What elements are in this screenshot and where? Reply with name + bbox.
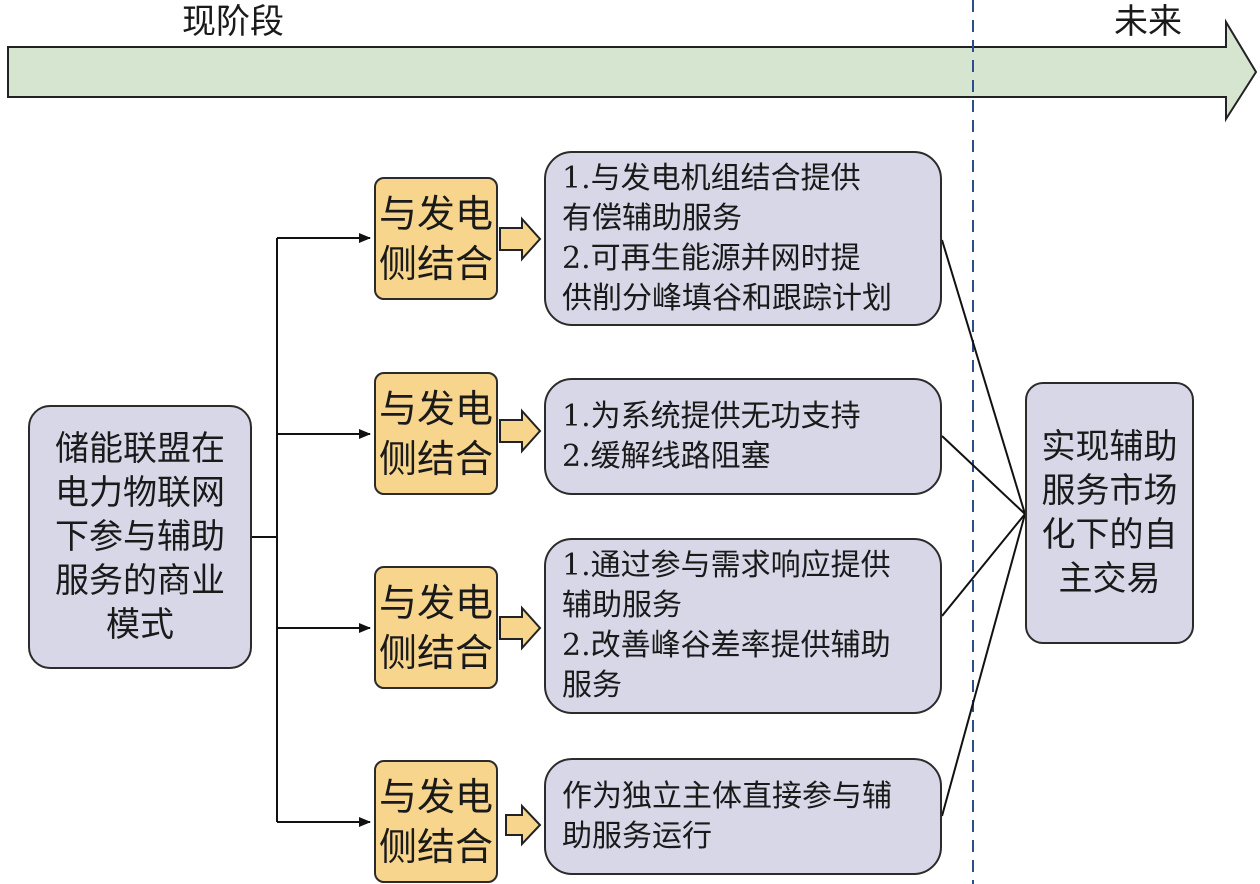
target-line: 主交易 — [1058, 559, 1161, 599]
branch-tag-line: 与发电 — [378, 386, 493, 431]
branch-item-line: 2.缓解线路阻塞 — [562, 438, 771, 474]
branch-item-line: 2.可再生能源并网时提 — [562, 240, 861, 276]
branch-tag-line: 侧结合 — [378, 241, 493, 286]
branch-items-1: 1.与发电机组结合提供 有偿辅助服务 2.可再生能源并网时提 供削分峰填谷和跟踪… — [544, 151, 942, 326]
block-arrow-2 — [499, 408, 542, 454]
converge-lines — [941, 239, 1026, 817]
branch-item-line: 助服务运行 — [562, 818, 712, 854]
branch-tag-line: 与发电 — [378, 774, 493, 819]
branch-item-line: 作为独立主体直接参与辅 — [562, 778, 892, 814]
source-line: 模式 — [106, 605, 174, 645]
branch-tag-3: 与发电 侧结合 — [374, 566, 498, 689]
branch-items-4: 作为独立主体直接参与辅 助服务运行 — [544, 758, 942, 875]
branch-tag-4: 与发电 侧结合 — [374, 760, 498, 883]
branch-tag-line: 侧结合 — [378, 436, 493, 481]
timeline-arrow — [7, 18, 1258, 123]
branch-items-2: 1.为系统提供无功支持 2.缓解线路阻塞 — [544, 378, 942, 495]
branch-item-line: 2.改善峰谷差率提供辅助 — [562, 628, 891, 663]
timeline-future-label: 未来 — [1114, 2, 1182, 42]
source-line: 下参与辅助 — [55, 517, 225, 557]
branch-tag-line: 侧结合 — [378, 630, 493, 675]
branch-item-line: 辅助服务 — [562, 588, 682, 623]
branch-item-line: 供削分峰填谷和跟踪计划 — [562, 280, 892, 316]
branch-item-line: 1.与发电机组结合提供 — [562, 160, 861, 196]
source-line: 电力物联网 — [55, 473, 225, 513]
tree-connector — [252, 233, 371, 827]
branch-tag-line: 侧结合 — [378, 824, 493, 869]
target-line: 实现辅助 — [1041, 427, 1178, 467]
source-line: 储能联盟在 — [55, 429, 225, 469]
branch-tag-1: 与发电 侧结合 — [374, 177, 498, 300]
source-line: 服务的商业 — [55, 561, 225, 601]
branch-item-line: 服务 — [562, 668, 622, 703]
branch-item-line: 1.为系统提供无功支持 — [562, 398, 861, 434]
source-box: 储能联盟在 电力物联网 下参与辅助 服务的商业 模式 — [28, 405, 252, 669]
branch-item-line: 1.通过参与需求响应提供 — [562, 548, 891, 583]
branch-tag-line: 与发电 — [378, 580, 493, 625]
timeline-current-label: 现阶段 — [182, 2, 284, 42]
block-arrow-4 — [505, 803, 542, 847]
target-line: 化下的自 — [1041, 515, 1178, 555]
branch-tag-2: 与发电 侧结合 — [374, 372, 498, 495]
target-line: 服务市场 — [1041, 471, 1178, 511]
block-arrow-1 — [499, 216, 542, 262]
block-arrows — [499, 216, 542, 847]
branch-tag-line: 与发电 — [378, 191, 493, 236]
branch-items-3: 1.通过参与需求响应提供 辅助服务 2.改善峰谷差率提供辅助 服务 — [544, 538, 942, 714]
block-arrow-3 — [499, 605, 542, 651]
target-box: 实现辅助 服务市场 化下的自 主交易 — [1025, 382, 1194, 644]
branch-item-line: 有偿辅助服务 — [562, 200, 742, 236]
